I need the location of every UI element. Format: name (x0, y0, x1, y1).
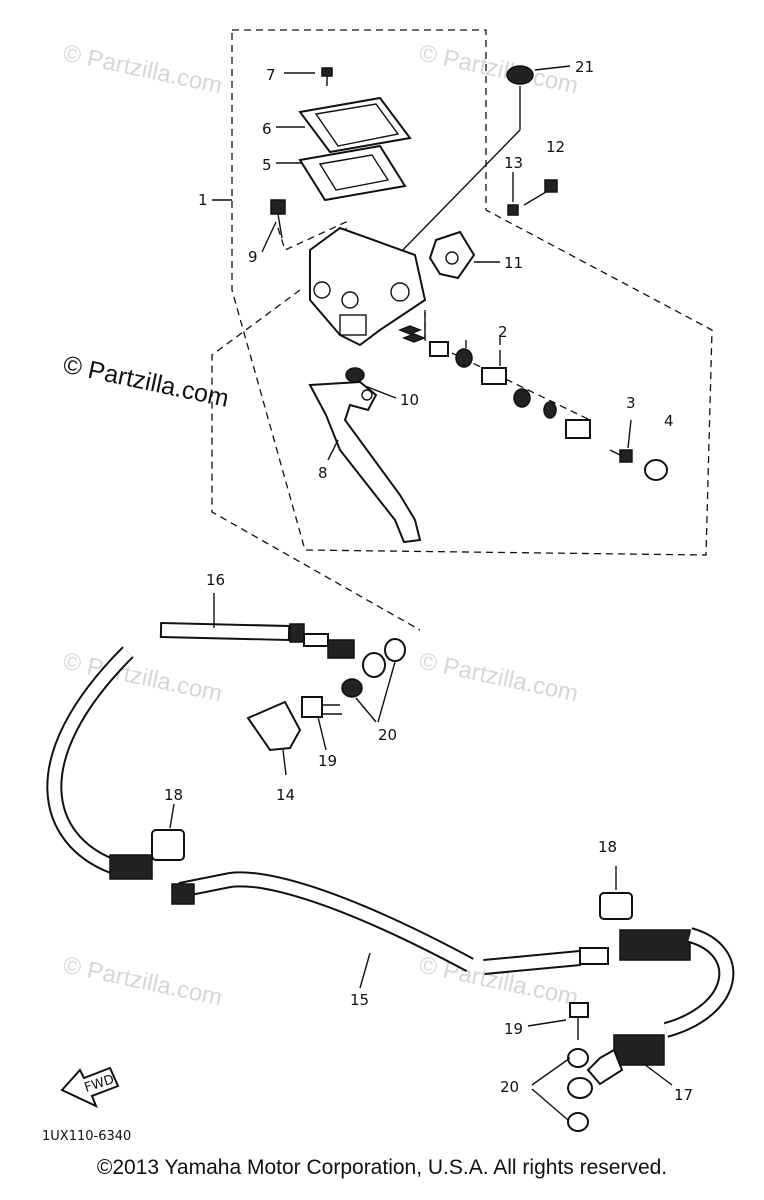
watermark: © Partzilla.com (417, 39, 581, 99)
connector-line (211, 289, 421, 631)
part-11-bracket (428, 230, 500, 280)
callout-1: 1 (198, 191, 208, 209)
watermark: © Partzilla.com (61, 951, 225, 1011)
part-5-diaphragm (276, 144, 407, 202)
callout-8: 8 (318, 464, 328, 482)
part-20-washers-upper (341, 638, 406, 723)
part-9-bolt (261, 199, 286, 253)
copyright-notice: ©2013 Yamaha Motor Corporation, U.S.A. A… (96, 1156, 668, 1179)
callout-11: 11 (504, 254, 523, 272)
part-7-screw (284, 67, 333, 86)
assembly-outline (231, 29, 713, 556)
callout-4: 4 (664, 412, 674, 430)
diagram-code: 1UX110-6340 (42, 1129, 131, 1144)
part-20-washers-lower (531, 1048, 593, 1132)
callout-15: 15 (350, 991, 369, 1009)
callout-18-upper: 18 (164, 786, 183, 804)
watermark-primary: © Partzilla.com (61, 350, 232, 412)
callout-21: 21 (575, 58, 594, 76)
part-15-hose-main (46, 646, 581, 989)
callout-7: 7 (266, 66, 276, 84)
part-3-switch (609, 419, 633, 463)
callout-10: 10 (400, 391, 419, 409)
part-18-grommet-upper (151, 803, 185, 861)
callout-12: 12 (546, 138, 565, 156)
part-16-hose-upper (159, 593, 355, 659)
callout-2: 2 (498, 323, 508, 341)
callout-20-lower: 20 (500, 1078, 519, 1096)
connector-line (424, 310, 591, 421)
part-21-bleed-cap (394, 65, 571, 259)
part-14-banjo-cap (246, 700, 302, 776)
callout-16: 16 (206, 571, 225, 589)
part-4-boot (644, 459, 668, 481)
part-19-banjo-bolt-lower (527, 1002, 589, 1040)
part-6-reservoir-cap (276, 96, 412, 154)
callout-19-lower: 19 (504, 1020, 523, 1038)
callout-5: 5 (262, 156, 272, 174)
callout-6: 6 (262, 120, 272, 138)
callout-19-upper: 19 (318, 752, 337, 770)
callout-3: 3 (626, 394, 636, 412)
watermark: © Partzilla.com (61, 39, 225, 99)
part-8-lever (308, 380, 422, 544)
callout-20-upper: 20 (378, 726, 397, 744)
part-19-banjo-bolt-upper (301, 696, 342, 751)
callout-13: 13 (504, 154, 523, 172)
watermark: © Partzilla.com (417, 647, 581, 707)
part-12-bolt (523, 179, 558, 206)
callout-14: 14 (276, 786, 295, 804)
part-13-nut (507, 204, 519, 216)
part-2-piston-kit (397, 312, 591, 439)
fwd-direction-arrow: FWD (60, 1066, 120, 1108)
master-cylinder-body (309, 226, 427, 347)
callout-9: 9 (248, 248, 258, 266)
part-18-grommet-lower (599, 866, 633, 920)
part-17-hose-lower (579, 927, 735, 1086)
callout-18-lower: 18 (598, 838, 617, 856)
callout-labels: 1 2 3 4 5 6 7 8 9 10 11 12 13 14 15 16 1… (164, 58, 693, 1104)
callout-17: 17 (674, 1086, 693, 1104)
